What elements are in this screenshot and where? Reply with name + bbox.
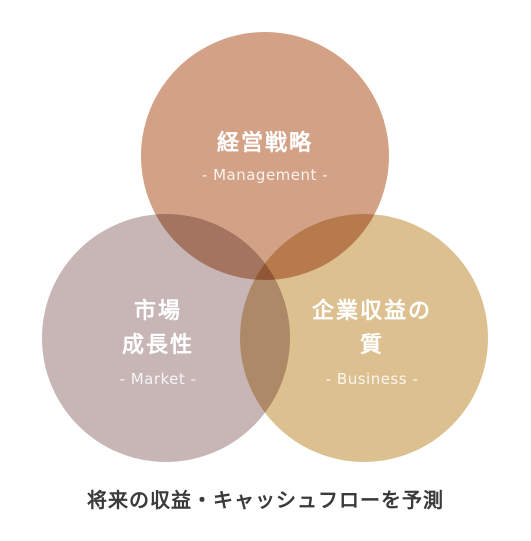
diagram-caption: 将来の収益・キャッシュフローを予測 bbox=[87, 488, 444, 512]
business-title-line1: 企業収益の bbox=[311, 298, 432, 324]
market-title-line1: 市場 bbox=[134, 298, 182, 324]
business-title-line2: 質 bbox=[360, 333, 384, 358]
market-subtitle: - Market - bbox=[120, 370, 197, 388]
venn-diagram: 経営戦略 - Management - 市場 成長性 - Market - 企業… bbox=[42, 32, 488, 462]
management-subtitle: - Management - bbox=[202, 166, 328, 184]
circle-management bbox=[141, 32, 389, 280]
business-subtitle: - Business - bbox=[326, 370, 419, 388]
circle-business bbox=[240, 214, 488, 462]
management-title: 経営戦略 bbox=[217, 130, 313, 156]
market-title-line2: 成長性 bbox=[122, 333, 194, 358]
circle-market bbox=[42, 214, 290, 462]
